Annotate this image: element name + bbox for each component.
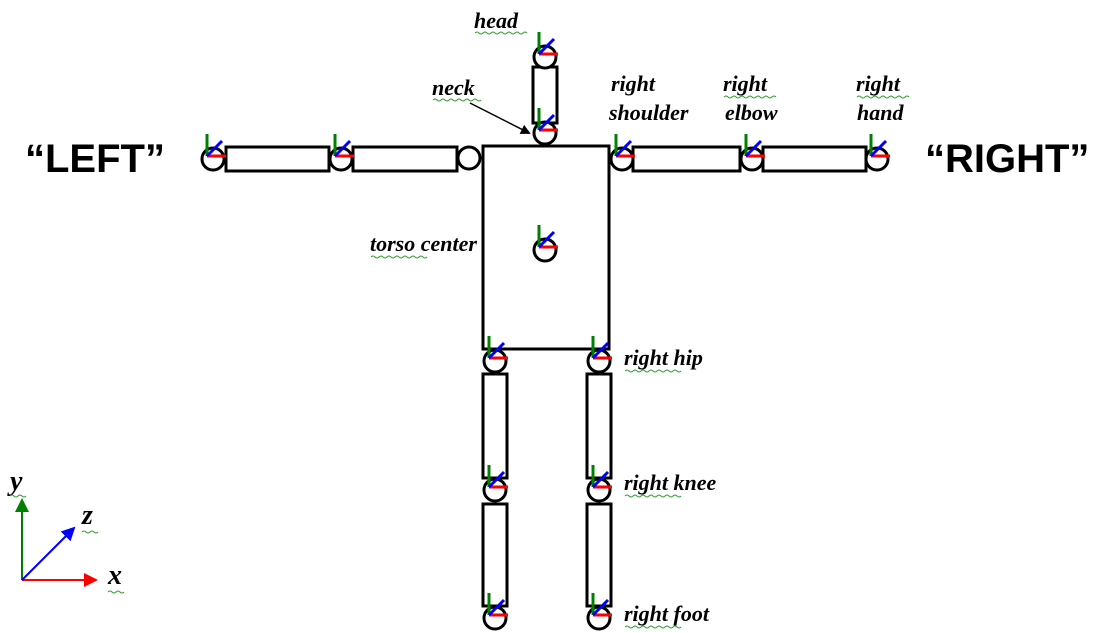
left-forearm-segment (224, 145, 331, 173)
spellcheck-underline (474, 31, 528, 35)
label-right-knee: right knee (624, 470, 717, 495)
spellcheck-underline (624, 494, 682, 498)
right-knee-joint (586, 465, 612, 503)
torso-center-joint (532, 225, 558, 263)
spellcheck-underline (624, 369, 682, 373)
joint-labels: head neck right shoulder right elbow rig… (370, 8, 910, 629)
left-hip-joint-z-axis (487, 341, 506, 360)
right-shoulder-joint (609, 134, 635, 172)
torso-center-joint-z-axis (537, 230, 556, 249)
right-hip-joint-z-axis (591, 341, 610, 360)
right-shin-segment (585, 502, 613, 608)
left-shoulder-joint (456, 145, 482, 171)
left-knee-joint-z-axis (487, 470, 506, 489)
right-shoulder-joint-z-axis (614, 139, 633, 158)
body-segments (224, 65, 868, 608)
right-hand-joint (864, 134, 890, 172)
right-elbow-joint-z-axis (744, 139, 763, 158)
left-hand-joint-z-axis (205, 139, 224, 158)
spellcheck-underline (624, 625, 682, 629)
right-hip-joint (586, 336, 612, 374)
label-right-hand-line2: hand (857, 100, 904, 125)
left-foot-joint-z-axis (487, 598, 506, 617)
neck-joint-z-axis (537, 113, 556, 132)
left-upper-arm-segment (351, 145, 459, 173)
side-label-right: “RIGHT” (925, 137, 1089, 181)
label-head: head (474, 8, 519, 33)
left-elbow-joint-z-axis (333, 139, 352, 158)
right-hand-joint-z-axis (869, 139, 888, 158)
right-foot-joint (586, 593, 612, 631)
label-right-shoulder-line1: right (611, 71, 656, 96)
right-knee-joint-z-axis (591, 470, 610, 489)
label-right-hand-line1: right (856, 71, 901, 96)
head-joint (532, 32, 558, 70)
left-foot-joint (482, 593, 508, 631)
spellcheck-underline (9, 494, 27, 498)
right-elbow-joint (739, 134, 765, 172)
label-right-shoulder-line2: shoulder (608, 100, 689, 125)
z-axis-arrow (21, 526, 76, 581)
label-right-hip: right hip (624, 345, 703, 370)
label-neck: neck (432, 75, 475, 100)
right-foot-joint-z-axis (591, 598, 610, 617)
label-right-elbow-line1: right (723, 71, 768, 96)
left-elbow-joint (328, 134, 354, 172)
left-thigh-segment (481, 372, 509, 480)
spellcheck-underline (370, 255, 428, 259)
x-axis-label: x (107, 560, 122, 591)
axes-legend: x y z (7, 466, 125, 594)
left-knee-joint (482, 465, 508, 503)
head-joint-z-axis (537, 37, 556, 56)
spellcheck-underline (432, 98, 482, 102)
right-upper-arm-segment (631, 145, 742, 173)
right-thigh-segment (585, 372, 613, 480)
neck-joint (532, 108, 558, 146)
spellcheck-underline (81, 530, 99, 534)
z-axis-label: z (81, 500, 93, 531)
left-shin-segment (481, 502, 509, 608)
left-hip-joint (482, 336, 508, 374)
right-forearm-segment (761, 145, 868, 173)
side-label-left: “LEFT” (25, 137, 165, 181)
label-right-foot: right foot (624, 601, 710, 626)
left-hand-joint (200, 134, 226, 172)
joints (200, 32, 890, 631)
y-axis-label: y (7, 466, 23, 497)
spellcheck-underline (856, 95, 910, 99)
neck-pointer-arrow (469, 102, 531, 134)
label-torso-center: torso center (370, 231, 477, 256)
label-right-elbow-line2: elbow (725, 100, 778, 125)
spellcheck-underline (107, 590, 125, 594)
spellcheck-underline (723, 95, 777, 99)
